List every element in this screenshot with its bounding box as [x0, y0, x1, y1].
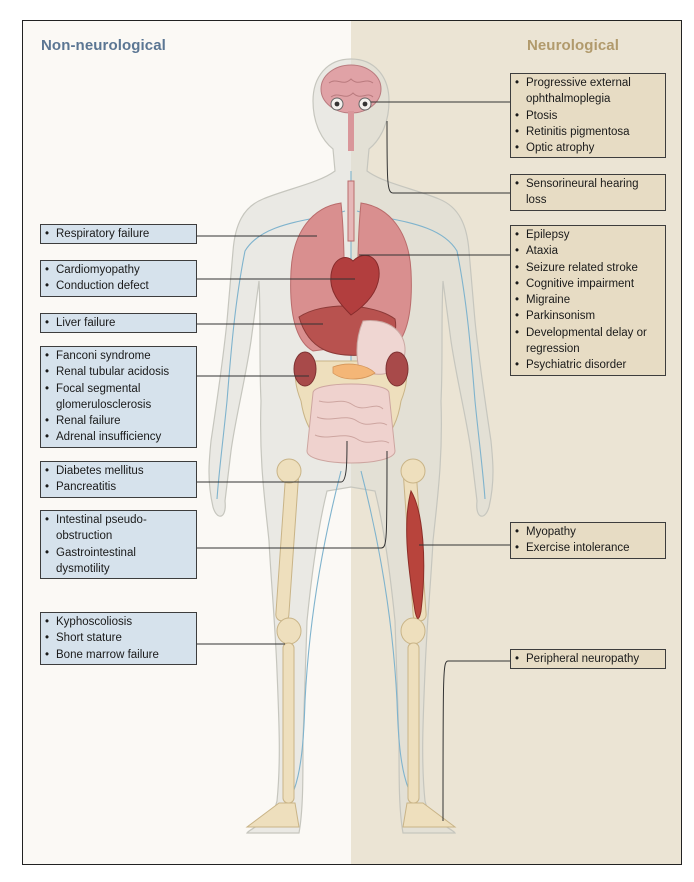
box-muscle: Myopathy Exercise intolerance	[510, 522, 666, 559]
human-body-illustration	[196, 58, 510, 834]
list-item: Respiratory failure	[45, 226, 190, 243]
list-item: Short stature	[45, 630, 190, 647]
box-liver: Liver failure	[40, 313, 197, 334]
list-item: Cardiomyopathy	[45, 262, 190, 279]
list-item: Pancreatitis	[45, 479, 190, 496]
list-item: Myopathy	[515, 524, 659, 541]
list-item: Kyphoscoliosis	[45, 614, 190, 631]
eye-icon	[330, 97, 372, 111]
list-item: Migraine	[515, 292, 659, 309]
intestine-icon	[306, 383, 396, 464]
list-item: Fanconi syndrome	[45, 348, 190, 365]
list-item: Renal failure	[45, 413, 190, 430]
heart-icon	[330, 255, 380, 316]
list-item: Parkinsonism	[515, 308, 659, 325]
box-eye: Progressive external ophthalmoplegia Pto…	[510, 73, 666, 159]
box-pancreas: Diabetes mellitus Pancreatitis	[40, 461, 197, 498]
list-item: Sensorineural hearing loss	[515, 176, 659, 209]
heading-non-neurological: Non-neurological	[41, 37, 166, 54]
box-gi: Intestinal pseudo-obstruction Gastrointe…	[40, 510, 197, 580]
list-item: Peripheral neuropathy	[515, 651, 659, 668]
list-item: Cognitive impairment	[515, 276, 659, 293]
box-respiratory: Respiratory failure	[40, 224, 197, 245]
box-renal: Fanconi syndrome Renal tubular acidosis …	[40, 346, 197, 448]
muscle-icon	[406, 489, 425, 619]
box-ear: Sensorineural hearing loss	[510, 174, 666, 211]
list-item: Diabetes mellitus	[45, 463, 190, 480]
kidney-icon	[293, 351, 409, 387]
list-item: Epilepsy	[515, 227, 659, 244]
list-item: Developmental delay or regression	[515, 325, 659, 358]
heading-neurological: Neurological	[526, 37, 619, 54]
list-item: Retinitis pigmentosa	[515, 124, 659, 141]
pancreas-icon	[332, 363, 376, 380]
list-item: Bone marrow failure	[45, 647, 190, 664]
list-item: Renal tubular acidosis	[45, 364, 190, 381]
list-item: Conduction defect	[45, 278, 190, 295]
list-item: Exercise intolerance	[515, 540, 659, 557]
list-item: Adrenal insufficiency	[45, 429, 190, 446]
box-nerve: Peripheral neuropathy	[510, 649, 666, 670]
list-item: Ptosis	[515, 108, 659, 125]
leader-lines	[196, 101, 510, 822]
list-item: Psychiatric disorder	[515, 357, 659, 374]
box-cardiac: Cardiomyopathy Conduction defect	[40, 260, 197, 297]
list-item: Focal segmental glomerulosclerosis	[45, 381, 190, 414]
list-item: Liver failure	[45, 315, 190, 332]
list-item: Ataxia	[515, 243, 659, 260]
box-bone: Kyphoscoliosis Short stature Bone marrow…	[40, 612, 197, 665]
list-item: Gastrointestinal dysmotility	[45, 545, 190, 578]
list-item: Intestinal pseudo-obstruction	[45, 512, 190, 545]
list-item: Progressive external ophthalmoplegia	[515, 75, 659, 108]
list-item: Seizure related stroke	[515, 260, 659, 277]
figure-frame: Non-neurological Neurological Respirator…	[22, 20, 682, 865]
list-item: Optic atrophy	[515, 140, 659, 157]
box-brain: Epilepsy Ataxia Seizure related stroke C…	[510, 225, 666, 376]
